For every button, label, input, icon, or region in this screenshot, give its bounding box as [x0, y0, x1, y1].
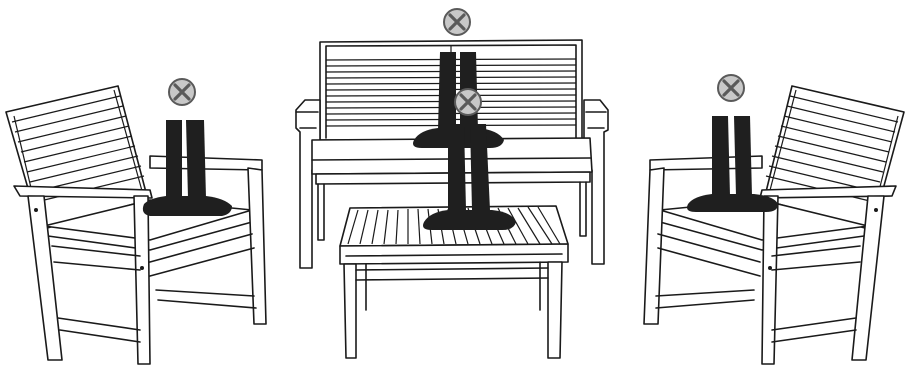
right-armchair [644, 86, 904, 364]
prohibited-x-icon [718, 75, 744, 101]
prohibited-x-icon [169, 79, 195, 105]
prohibited-x-icon [455, 89, 481, 115]
left-armchair [6, 86, 266, 364]
prohibited-x-icon [444, 9, 470, 35]
